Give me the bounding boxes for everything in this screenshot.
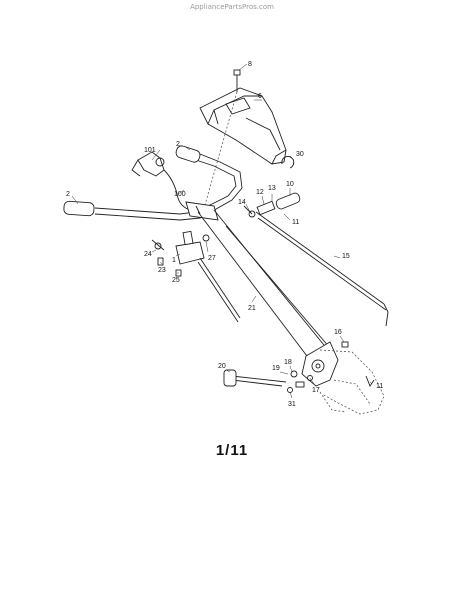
leader-lines — [71, 99, 373, 399]
callout-25: 25 — [172, 277, 180, 284]
console-shroud — [199, 87, 287, 165]
page-number: 1/11 — [215, 442, 249, 459]
callout-14: 14 — [238, 199, 246, 206]
callout-31: 31 — [288, 401, 296, 408]
pin-11 — [365, 375, 375, 387]
callout-10: 10 — [286, 181, 294, 188]
callout-24: 24 — [144, 251, 152, 258]
callout-16: 16 — [334, 329, 342, 336]
callout-6: 6 — [258, 93, 262, 100]
callout-8: 8 — [248, 61, 252, 68]
callout-13: 13 — [268, 185, 276, 192]
callout-101: 101 — [144, 147, 156, 154]
callout-30: 30 — [296, 151, 304, 158]
lever-20 — [223, 369, 287, 387]
callout-12: 12 — [256, 189, 264, 196]
callout-21: 21 — [248, 305, 256, 312]
callout-18: 18 — [284, 359, 292, 366]
lower-bracket-1 — [151, 230, 241, 323]
clip-30 — [281, 156, 295, 169]
callout-19: 19 — [272, 365, 280, 372]
callout-11-lower: 11 — [376, 383, 383, 390]
shift-handle-assembly — [243, 192, 301, 218]
bolt-8 — [233, 63, 248, 92]
callout-15-rod: 15 — [342, 253, 350, 260]
callout-17: 17 — [312, 387, 320, 394]
watermark-text: AppliancePartsPros.com — [190, 3, 274, 11]
lower-pivot-assembly — [287, 341, 349, 393]
handlebar — [63, 145, 243, 221]
callout-11-upper: 11 — [292, 219, 299, 226]
callout-1: 1 — [172, 257, 176, 264]
control-lever-101 — [131, 151, 165, 177]
callout-27: 27 — [208, 255, 216, 262]
callout-20: 20 — [218, 363, 226, 370]
cable-100 — [163, 169, 191, 211]
callout-2-left: 2 — [66, 191, 70, 198]
callout-2-upper: 2 — [176, 141, 180, 148]
shift-rod-15 — [255, 211, 389, 327]
handle-bracket — [185, 201, 219, 221]
callout-100: 100 — [174, 191, 186, 198]
callout-23: 23 — [158, 267, 166, 274]
